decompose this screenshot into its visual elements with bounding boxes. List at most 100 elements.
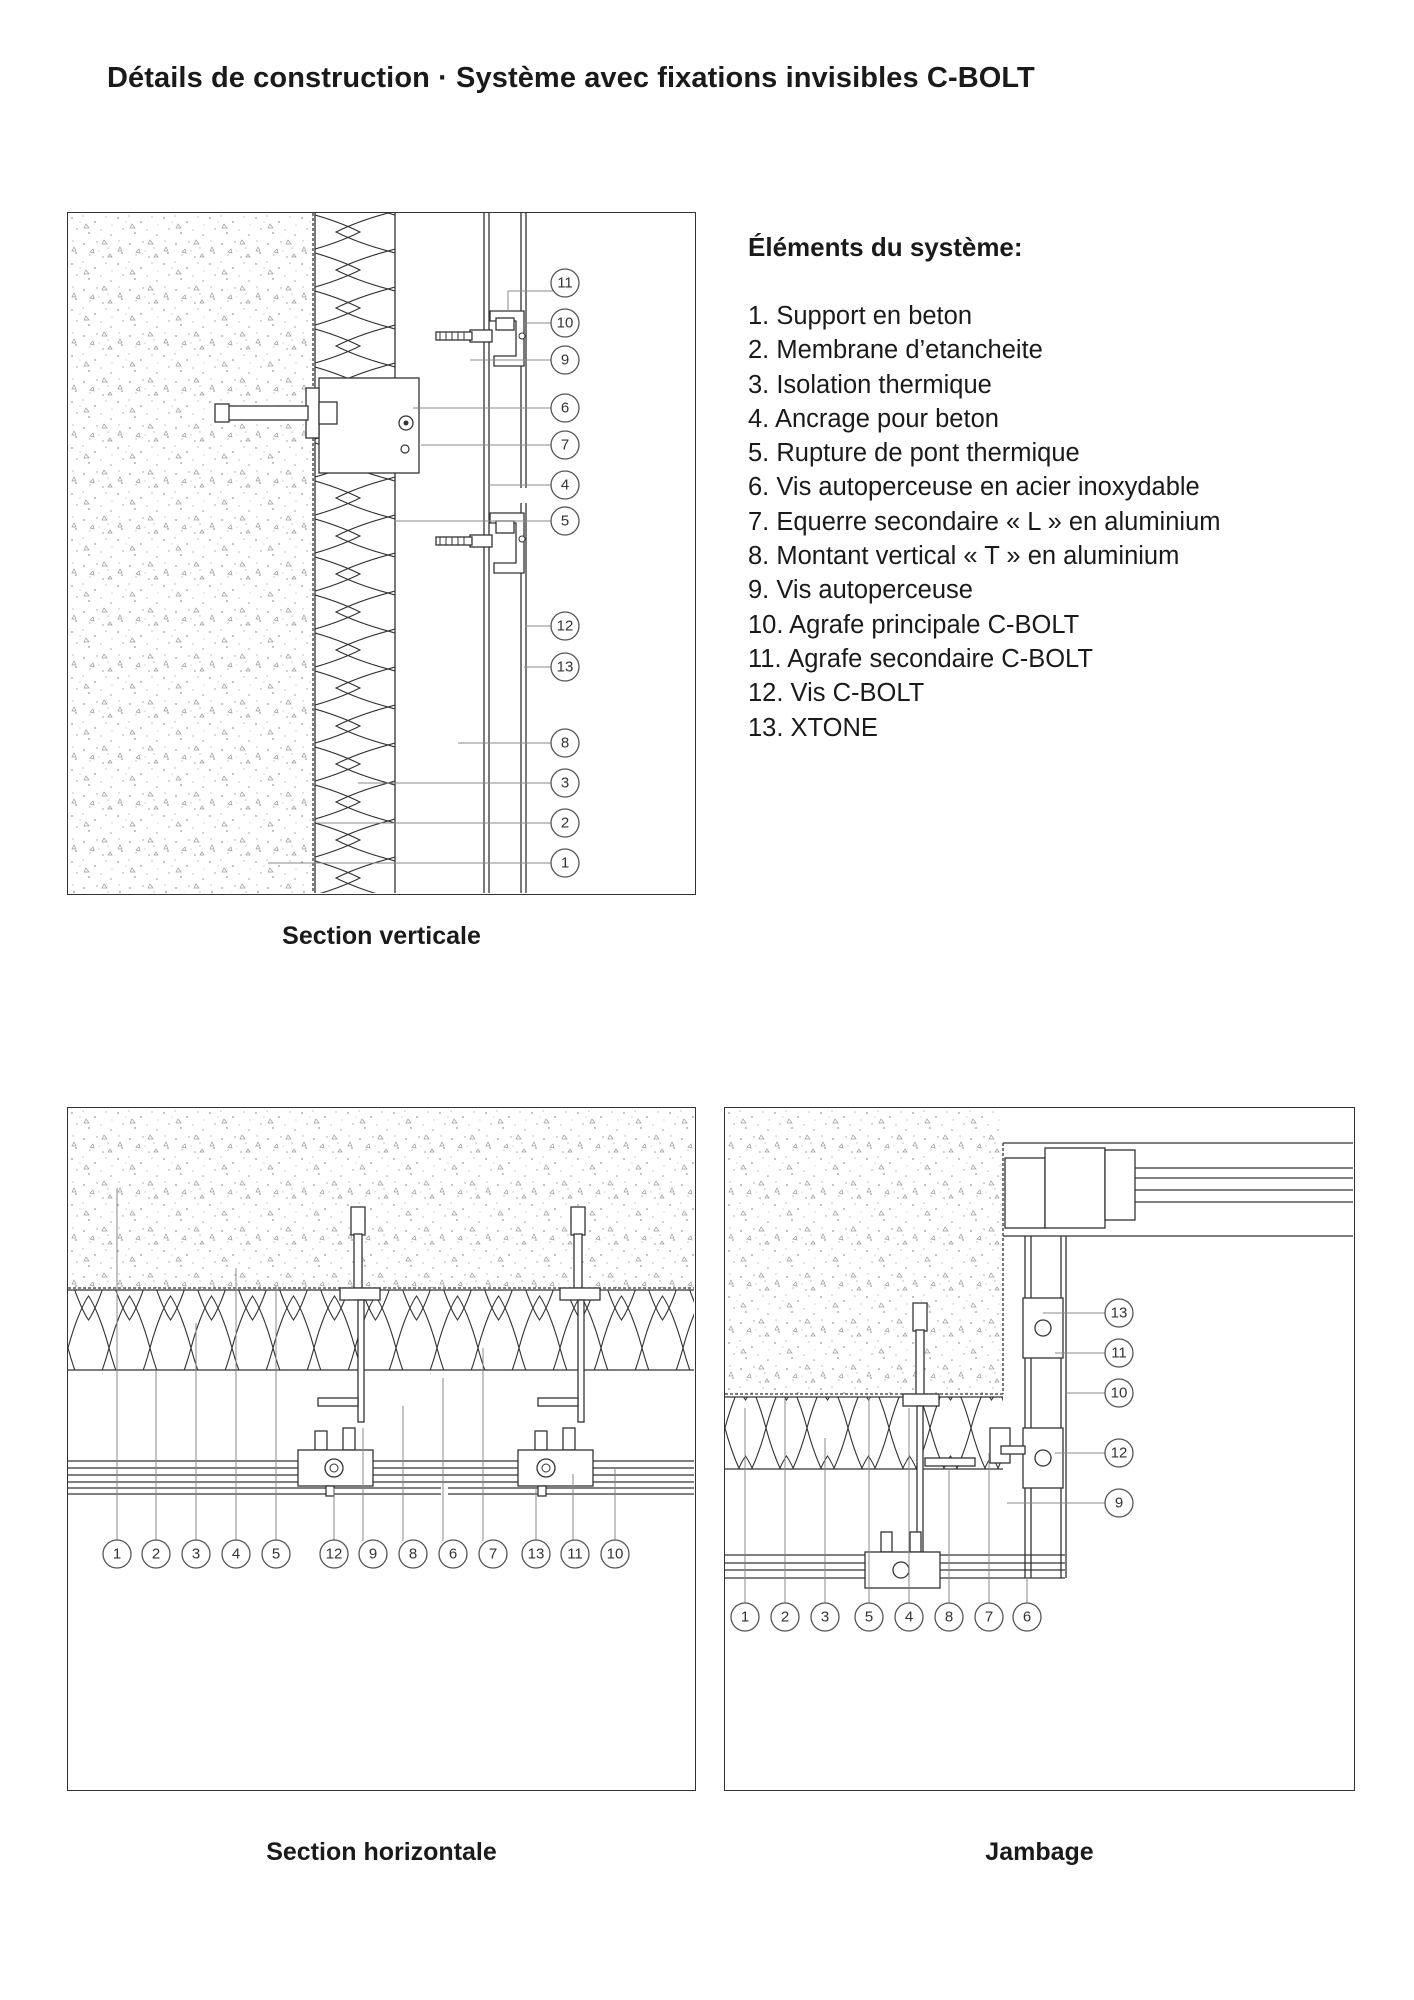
legend-item: 13. XTONE [748,713,878,742]
vertical-section-caption: Section verticale [282,922,481,950]
callout-6: 6 [1012,1602,1042,1632]
svg-text:10: 10 [1111,1385,1128,1402]
svg-text:6: 6 [561,400,569,417]
callout-3: 3 [181,1539,211,1569]
svg-text:7: 7 [561,437,569,454]
jambage-caption: Jambage [985,1838,1094,1866]
callout-1: 1 [550,848,580,878]
svg-text:6: 6 [449,1546,457,1563]
horizontal-callouts: 1 2 3 4 5 12 9 8 6 7 13 11 10 [102,1539,630,1569]
callout-8: 8 [934,1602,964,1632]
horizontal-section-drawing: 1 2 3 4 5 12 9 8 6 7 13 11 10 [67,1107,696,1791]
svg-text:1: 1 [561,855,569,872]
callout-7: 7 [478,1539,508,1569]
callout-13: 13 [521,1539,551,1569]
svg-text:12: 12 [326,1546,343,1563]
legend-item: 1. Support en beton [748,302,973,330]
callout-6: 6 [550,393,580,423]
legend-title: Éléments du système: [748,232,1023,262]
svg-text:6: 6 [1023,1609,1031,1626]
legend-item: 2. Membrane d’etancheite [748,336,1043,365]
svg-text:5: 5 [561,513,569,530]
callout-12: 12 [319,1539,349,1569]
svg-text:3: 3 [561,775,569,792]
legend-item: 8. Montant vertical « T » en aluminium [748,542,1180,571]
vertical-callouts: 11 10 9 6 7 4 5 12 13 8 3 2 1 [550,268,580,878]
svg-text:7: 7 [489,1546,497,1563]
legend-item: 5. Rupture de pont thermique [748,439,1080,468]
callout-3: 3 [550,768,580,798]
callout-13: 13 [1104,1298,1134,1328]
callout-11: 11 [560,1539,590,1569]
svg-text:1: 1 [741,1609,749,1626]
svg-text:11: 11 [557,275,573,292]
svg-text:11: 11 [567,1546,583,1563]
callout-2: 2 [550,808,580,838]
svg-text:2: 2 [561,815,569,832]
svg-text:4: 4 [561,477,569,494]
callout-2: 2 [770,1602,800,1632]
svg-text:8: 8 [409,1546,417,1563]
svg-text:12: 12 [1111,1445,1128,1462]
callout-12: 12 [550,611,580,641]
callout-7: 7 [974,1602,1004,1632]
callout-12: 12 [1104,1438,1134,1468]
legend-item: 9. Vis autoperceuse [748,576,973,605]
callout-8: 8 [398,1539,428,1569]
svg-text:5: 5 [272,1546,280,1563]
svg-text:1: 1 [113,1546,121,1563]
svg-text:13: 13 [528,1546,545,1563]
callout-10: 10 [600,1539,630,1569]
callout-7: 7 [550,430,580,460]
jambage-bottom-callouts: 1 2 3 5 4 8 7 6 [730,1602,1042,1632]
svg-text:12: 12 [557,618,574,635]
svg-text:4: 4 [232,1546,240,1563]
system-elements-legend: Éléments du système: 1. Support en beton… [748,232,1221,745]
callout-9: 9 [550,345,580,375]
svg-text:5: 5 [865,1609,873,1626]
legend-item: 12. Vis C-BOLT [748,679,925,708]
legend-item: 3. Isolation thermique [748,370,992,399]
callout-5: 5 [261,1539,291,1569]
callout-5: 5 [550,506,580,536]
horizontal-section-caption: Section horizontale [266,1838,497,1866]
svg-text:11: 11 [1111,1345,1127,1362]
callout-11: 11 [1104,1338,1134,1368]
callout-9: 9 [358,1539,388,1569]
legend-item: 7. Equerre secondaire « L » en aluminium [748,507,1221,536]
callout-8: 8 [550,728,580,758]
svg-text:2: 2 [781,1609,789,1626]
callout-6: 6 [438,1539,468,1569]
callout-2: 2 [141,1539,171,1569]
legend-item: 11. Agrafe secondaire C-BOLT [748,644,1093,673]
svg-text:7: 7 [985,1609,993,1626]
legend-item: 6. Vis autoperceuse en acier inoxydable [748,473,1200,502]
svg-text:8: 8 [561,735,569,752]
callout-4: 4 [894,1602,924,1632]
svg-text:10: 10 [607,1546,624,1563]
svg-text:9: 9 [561,352,569,369]
legend-item: 10. Agrafe principale C-BOLT [748,610,1080,639]
callout-1: 1 [730,1602,760,1632]
callout-10: 10 [550,308,580,338]
callout-13: 13 [550,652,580,682]
svg-text:13: 13 [1111,1305,1128,1322]
svg-text:13: 13 [557,659,574,676]
jambage-drawing: 13 11 10 12 9 1 2 3 5 4 8 7 6 [724,1107,1355,1791]
svg-text:8: 8 [945,1609,953,1626]
callout-11: 11 [550,268,580,298]
callout-1: 1 [102,1539,132,1569]
svg-text:3: 3 [192,1546,200,1563]
callout-9: 9 [1104,1488,1134,1518]
callout-10: 10 [1104,1378,1134,1408]
svg-text:4: 4 [905,1609,913,1626]
vertical-section-drawing: 11 10 9 6 7 4 5 12 13 8 3 2 1 [67,212,696,895]
callout-4: 4 [221,1539,251,1569]
callout-4: 4 [550,470,580,500]
legend-item: 4. Ancrage pour beton [748,404,999,433]
svg-text:2: 2 [152,1546,160,1563]
page-title: Détails de construction · Système avec f… [107,62,1035,94]
svg-text:9: 9 [369,1546,377,1563]
svg-text:10: 10 [557,315,574,332]
svg-text:3: 3 [821,1609,829,1626]
